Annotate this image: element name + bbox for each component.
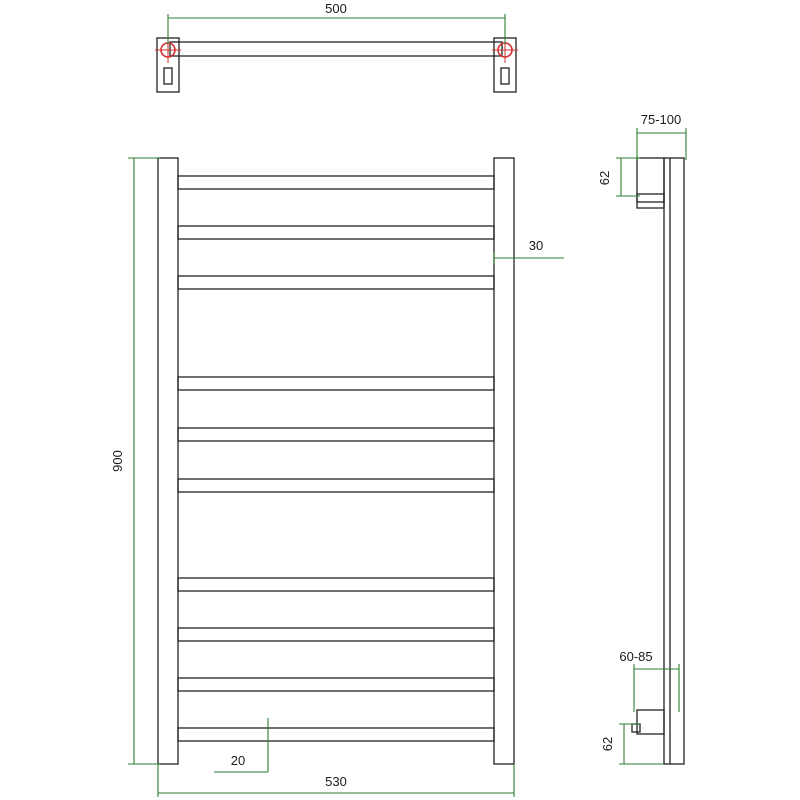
dim-60-85-label: 60-85 [619,649,652,664]
right-upright [493,157,515,765]
front-view: 900 30 20 530 [110,157,564,797]
crossbar [177,627,495,642]
top-view: 500 [155,1,518,93]
side-top-fitting [636,157,665,203]
top-view-bar [169,41,503,57]
side-bottom-fitting-foot [631,723,641,733]
crossbar [177,727,495,742]
crossbar [177,275,495,290]
left-bracket-slot-icon [163,67,173,85]
crossbar [177,427,495,442]
crossbar [177,577,495,592]
dim-20-label: 20 [231,753,245,768]
crossbar [177,175,495,190]
dim-30-label: 30 [529,238,543,253]
dim-530-label: 530 [325,774,347,789]
dim-75-100-label: 75-100 [641,112,681,127]
right-bracket-slot-icon [500,67,510,85]
crossbar [177,478,495,493]
dim-900-label: 900 [110,450,125,472]
dim-62-bottom-label: 62 [600,737,615,751]
crossbars [177,175,495,742]
side-view: 75-100 62 60-85 62 [597,112,687,765]
side-upright-outer [663,157,685,765]
crossbar [177,376,495,391]
dim-500-label: 500 [325,1,347,16]
dim-62-top-label: 62 [597,171,612,185]
left-upright [157,157,179,765]
crossbar [177,225,495,240]
crossbar [177,677,495,692]
side-top-fitting-foot [636,193,665,209]
side-bottom-fitting [636,709,665,735]
